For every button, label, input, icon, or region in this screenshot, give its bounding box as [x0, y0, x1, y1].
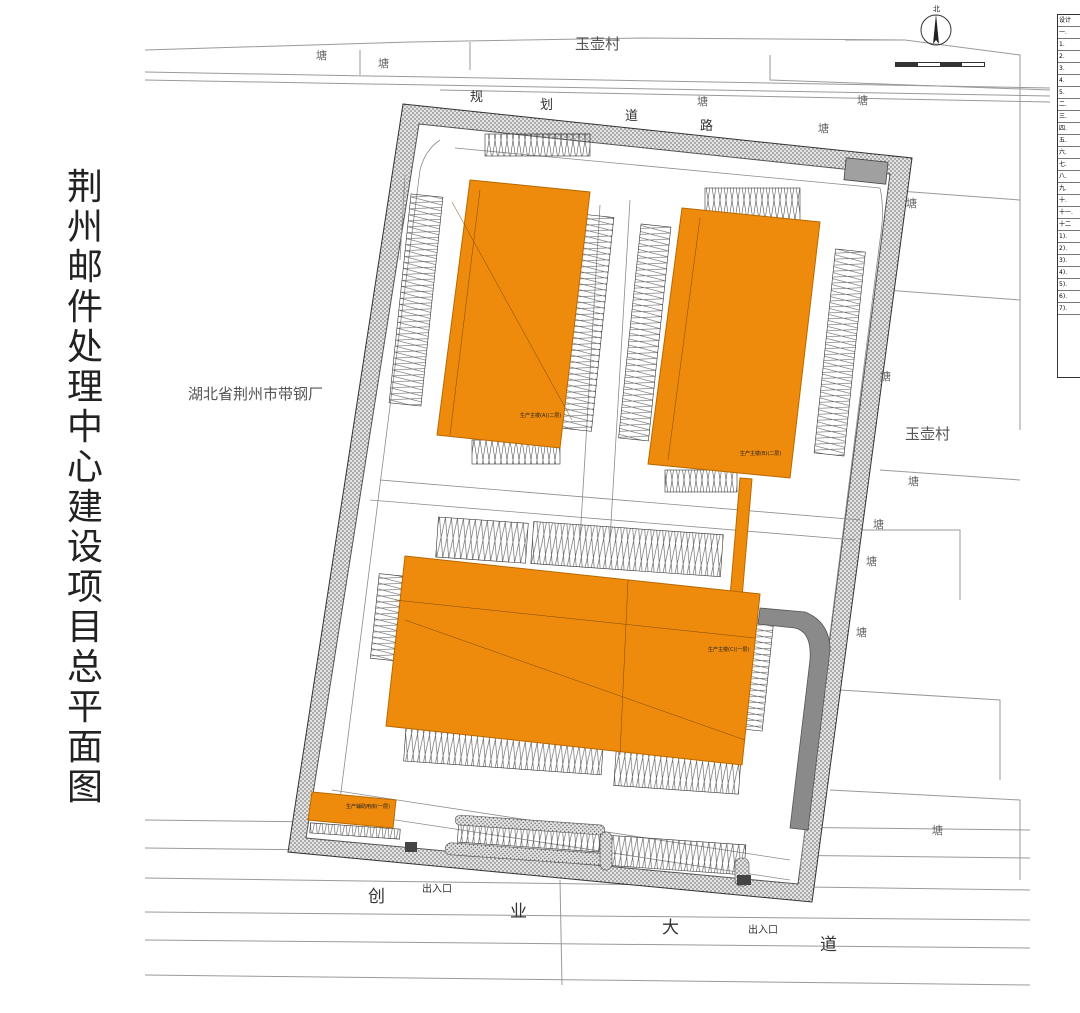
- legend-row: 4).: [1058, 267, 1080, 279]
- pond-label: 塘: [873, 518, 884, 531]
- legend-row: 4.: [1058, 75, 1080, 87]
- legend-row: 九.: [1058, 183, 1080, 195]
- north-arrow: 北: [917, 4, 957, 54]
- pond-label: 塘: [856, 626, 867, 639]
- legend-row: 五.: [1058, 135, 1080, 147]
- legend-row: 2.: [1058, 51, 1080, 63]
- legend-row: 十.: [1058, 195, 1080, 207]
- legend-row: 7).: [1058, 303, 1080, 315]
- legend-row: 六.: [1058, 147, 1080, 159]
- building-a-label: 生产主楼(A)(二层): [520, 413, 562, 419]
- north-label: 北: [933, 5, 940, 13]
- legend-row: 1).: [1058, 231, 1080, 243]
- legend-row: 三.: [1058, 111, 1080, 123]
- legend-row: 二.: [1058, 99, 1080, 111]
- legend-row: 6).: [1058, 291, 1080, 303]
- pond-label: 塘: [880, 370, 891, 383]
- legend-row: 5).: [1058, 279, 1080, 291]
- scale-bar: [895, 62, 985, 67]
- planned-road-char-4: 路: [700, 119, 714, 134]
- legend-row: 七.: [1058, 159, 1080, 171]
- building-gridlines: [394, 189, 756, 756]
- village-top-label: 玉壶村: [575, 35, 621, 53]
- pond-label: 塘: [697, 95, 708, 108]
- main-road-char-1: 创: [368, 887, 385, 907]
- pond-label: 塘: [908, 475, 919, 488]
- internal-roads: [329, 139, 883, 881]
- main-road-char-4: 道: [820, 935, 837, 955]
- pond-label: 塘: [906, 197, 917, 210]
- gate-right-label: 出入口: [748, 925, 778, 936]
- legend-row: 四.: [1058, 123, 1080, 135]
- building-b-label: 生产主楼(B)(二层): [740, 451, 782, 457]
- factory-label: 湖北省荆州市带钢厂: [188, 385, 324, 403]
- pond-label: 塘: [818, 122, 829, 135]
- planned-road-char-2: 划: [540, 98, 554, 113]
- legend-row: 1.: [1058, 39, 1080, 51]
- pond-label: 塘: [316, 49, 327, 62]
- main-road-char-2: 业: [510, 902, 527, 922]
- guard-house: [843, 157, 889, 185]
- main-road-char-3: 大: [662, 918, 679, 938]
- planned-road-char-1: 规: [470, 90, 484, 105]
- gate-left-label: 出入口: [422, 884, 452, 895]
- pond-label: 塘: [378, 57, 389, 70]
- buildings: [307, 179, 821, 829]
- building-c-label: 生产主楼(C)(一层): [708, 647, 750, 653]
- gate-house-left: [405, 842, 417, 852]
- legend-row: 一.: [1058, 27, 1080, 39]
- legend-row: 八.: [1058, 171, 1080, 183]
- planned-road-char-3: 道: [625, 109, 639, 124]
- village-right-label: 玉壶村: [905, 425, 951, 443]
- building-c: [385, 555, 761, 766]
- legend-row: 3).: [1058, 255, 1080, 267]
- legend-row: 十二: [1058, 219, 1080, 231]
- canopy-walkway: [757, 607, 831, 831]
- legend-row: 3.: [1058, 63, 1080, 75]
- pond-label: 塘: [932, 824, 943, 837]
- page-title: 荆州邮件处理中心建设项目总平面图: [66, 167, 103, 808]
- legend-row: 设计: [1058, 15, 1080, 27]
- building-d: [307, 791, 397, 829]
- legend-row: 十一.: [1058, 207, 1080, 219]
- gate-house-right: [737, 875, 751, 885]
- legend-row: 2).: [1058, 243, 1080, 255]
- legend-row: 5.: [1058, 87, 1080, 99]
- pond-label: 塘: [866, 555, 877, 568]
- pond-label: 塘: [857, 94, 868, 107]
- building-d-label: 生产辅助用房(一层): [346, 804, 390, 810]
- building-b: [647, 207, 821, 479]
